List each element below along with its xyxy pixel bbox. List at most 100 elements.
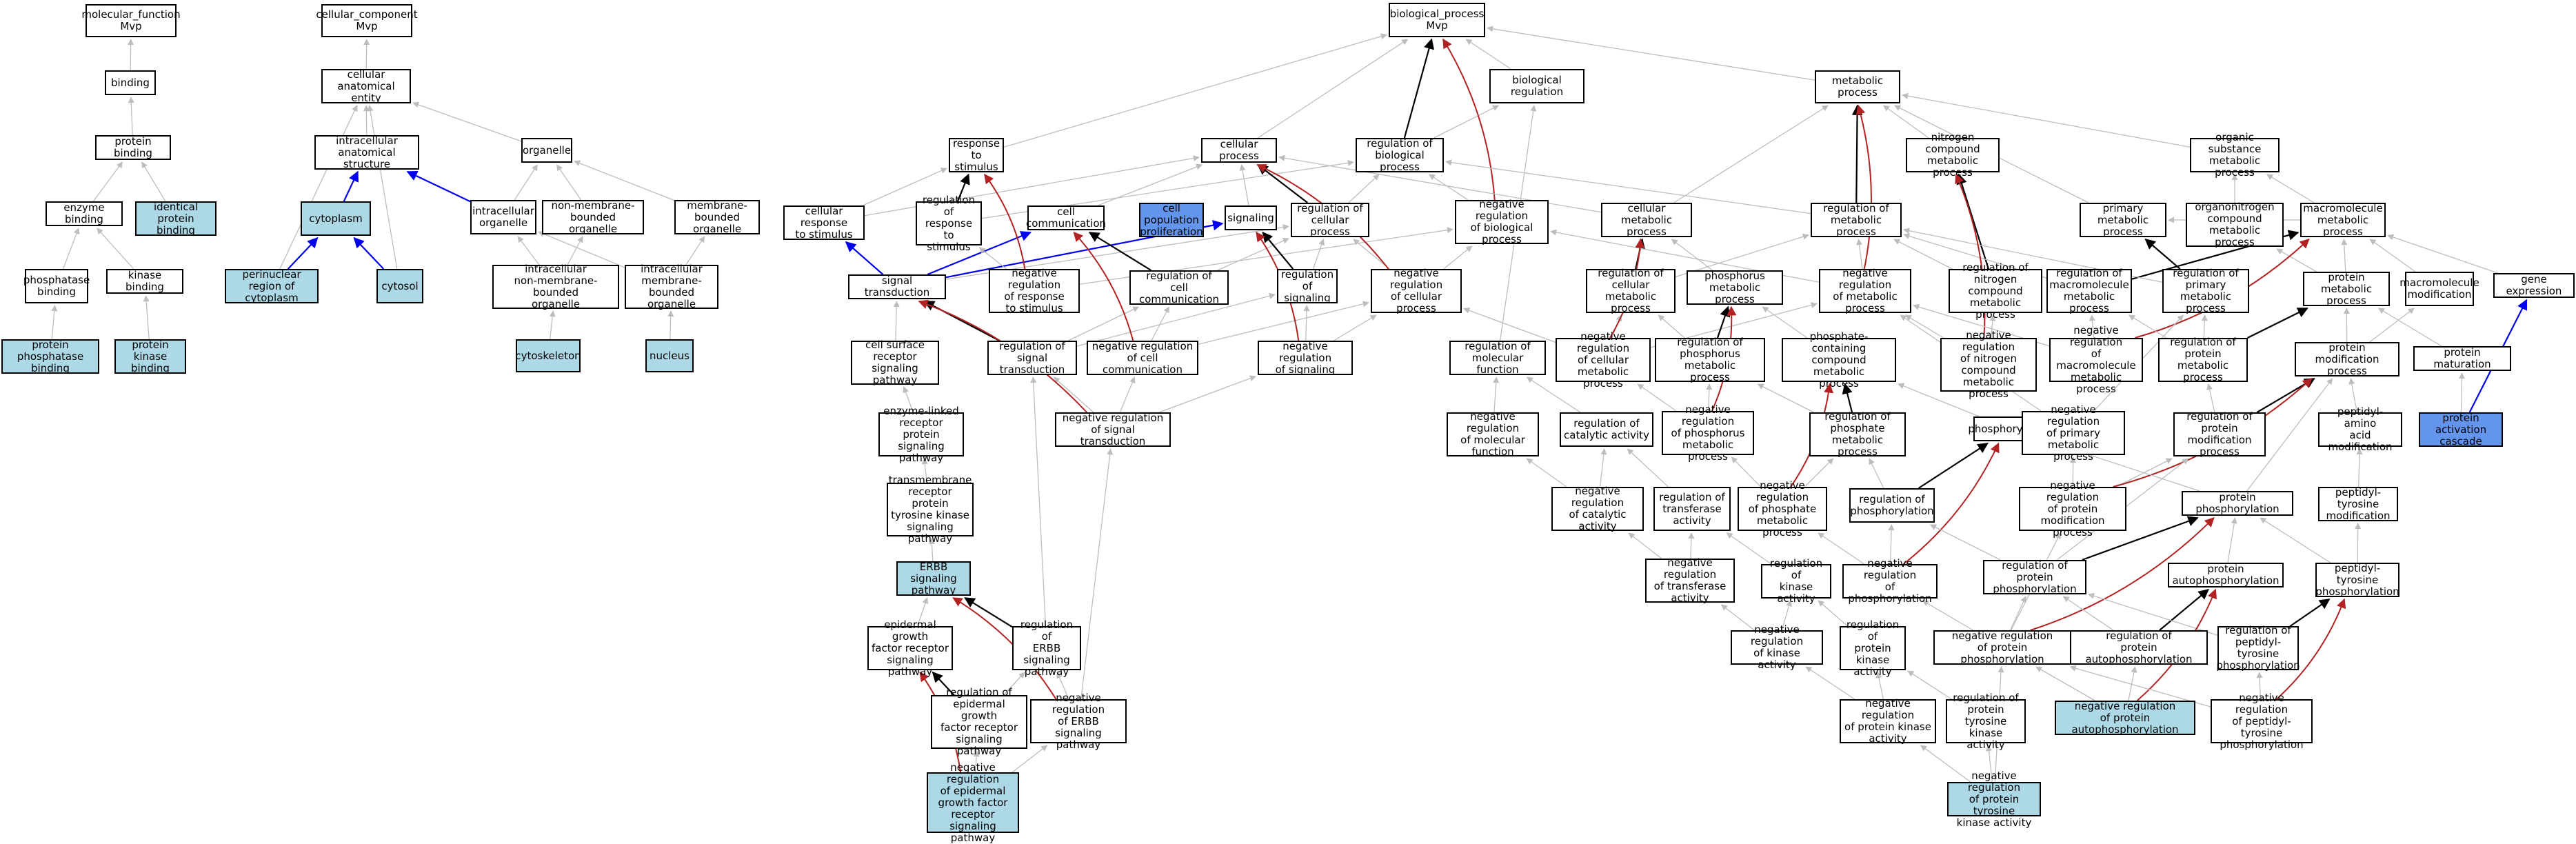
go-term-nrpmp: negative regulation of primary metabolic… bbox=[2022, 411, 2125, 455]
edge-rpphos-to-rphos bbox=[1931, 525, 2001, 560]
go-term-enzb: enzyme binding bbox=[46, 201, 123, 226]
edge-rphmp-to-rcmp bbox=[1658, 315, 1684, 338]
go-term-rmf: regulation of molecular function bbox=[1449, 341, 1546, 375]
go-term-rphos: regulation of phosphorylation bbox=[1849, 488, 1935, 523]
go-term-nrbp: negative regulation of biological proces… bbox=[1455, 200, 1549, 244]
edge-nrpphos-to-rpphos bbox=[2011, 596, 2026, 630]
go-term-nrsig: negative regulation of signaling bbox=[1258, 341, 1353, 375]
edge-rphos-to-rphcmp bbox=[1869, 459, 1884, 488]
go-term-osm: organic substance metabolic process bbox=[2190, 138, 2280, 172]
go-term-rrts: regulation of response to stimulus bbox=[916, 201, 982, 245]
go-term-rcmp: regulation of cellular metabolic process bbox=[1586, 269, 1676, 313]
go-term-rts: response to stimulus bbox=[949, 138, 1004, 172]
go-term-regfr: regulation of epidermal growth factor re… bbox=[931, 695, 1027, 749]
go-term-nrpka: negative regulation of protein kinase ac… bbox=[1840, 699, 1936, 743]
edge-csrsp-to-st bbox=[896, 301, 897, 341]
go-term-nrst: negative regulation of signal transducti… bbox=[1055, 412, 1171, 447]
edge-mmod-to-mmp bbox=[2370, 239, 2415, 272]
go-term-nrcc: negative regulation of cell communicatio… bbox=[1087, 341, 1198, 375]
go-term-nrpauto: negative regulation of protein autophosp… bbox=[2055, 701, 2195, 735]
go-term-rpphos: regulation of protein phosphorylation bbox=[1983, 560, 2086, 594]
go-term-mf: molecular_function Mvp bbox=[85, 4, 177, 37]
go-term-rphmp: regulation of phosphorus metabolic proce… bbox=[1655, 338, 1765, 382]
go-term-nrca: negative regulation of catalytic activit… bbox=[1551, 487, 1644, 531]
edge-perin-to-cae bbox=[280, 106, 357, 269]
go-term-imbo: intracellular membrane-bounded organelle bbox=[625, 265, 718, 309]
go-term-ppb: protein phosphatase binding bbox=[1, 339, 99, 374]
go-term-bioreg: biological regulation bbox=[1489, 69, 1584, 103]
go-term-cc: cellular_component Mvp bbox=[321, 4, 412, 37]
go-term-rprotmp: regulation of protein metabolic process bbox=[2158, 338, 2248, 382]
edge-io-to-organelle bbox=[514, 165, 537, 200]
go-term-gexp: gene expression bbox=[2493, 273, 2575, 298]
edge-cytosol-to-cae bbox=[370, 106, 397, 269]
edge-cytosk-to-inmbo bbox=[550, 311, 554, 339]
go-term-signaling: signaling bbox=[1225, 205, 1277, 230]
edge-nrrs-to-rrts bbox=[979, 248, 1006, 269]
edge-nrpauto-to-nrpphos bbox=[2036, 667, 2095, 701]
edge-protmp-to-onm bbox=[2277, 249, 2316, 272]
go-term-rcp: regulation of cellular process bbox=[1291, 203, 1369, 237]
go-term-rphcmp: regulation of phosphate metabolic proces… bbox=[1809, 412, 1906, 456]
edge-nrca-to-rca bbox=[1600, 449, 1604, 487]
go-term-nrka: negative regulation of kinase activity bbox=[1731, 630, 1823, 665]
edge-nrcmp-to-nrcp bbox=[1464, 308, 1556, 342]
go-term-cytosk: cytoskeleton bbox=[516, 339, 581, 372]
edge-ptm-to-paam bbox=[2359, 449, 2360, 487]
go-term-nrcp: negative regulation of cellular process bbox=[1371, 269, 1462, 313]
go-term-mbo: membrane-bounded organelle bbox=[674, 200, 760, 234]
go-term-rsig: regulation of signaling bbox=[1277, 269, 1338, 303]
go-term-nregfr: negative regulation of epidermal growth … bbox=[927, 772, 1019, 833]
go-term-pmp: primary metabolic process bbox=[2080, 203, 2166, 237]
go-term-ncm: nitrogen compound metabolic process bbox=[1906, 138, 2000, 172]
go-term-ptm: peptidyl-tyrosine modification bbox=[2318, 487, 2398, 521]
edge-nrsig-to-nrcp bbox=[1334, 315, 1376, 341]
edge-nrerbb-to-nrst bbox=[1081, 449, 1111, 699]
edge-pkb-to-kinb bbox=[146, 296, 150, 339]
go-term-rncm: regulation of nitrogen compound metaboli… bbox=[1949, 269, 2042, 313]
go-term-rpauto: regulation of protein autophosphorylatio… bbox=[2070, 630, 2208, 665]
edge-rcp-to-rbp bbox=[1349, 174, 1379, 203]
go-term-nucleus: nucleus bbox=[645, 339, 694, 372]
edge-nrbp-to-rbp bbox=[1429, 174, 1468, 200]
go-term-pcmp: phosphate-containing compound metabolic … bbox=[1782, 338, 1896, 382]
edge-nrmp-to-rmp bbox=[1859, 239, 1862, 269]
go-term-cellp: cellular process bbox=[1201, 138, 1277, 163]
go-term-elrsp: enzyme-linked receptor protein signaling… bbox=[878, 412, 964, 456]
edge-rbp-to-bp bbox=[1405, 39, 1431, 138]
go-term-nrptka: negative regulation of protein tyrosine … bbox=[1947, 782, 2041, 816]
go-term-pkb: protein kinase binding bbox=[114, 339, 186, 374]
go-term-rcc: regulation of cell communication bbox=[1129, 270, 1229, 305]
go-term-erbb: ERBB signaling pathway bbox=[896, 561, 971, 596]
edge-io-to-ias bbox=[407, 172, 470, 201]
edge-bioreg-to-bp bbox=[1466, 39, 1511, 69]
edge-mmp-to-osm bbox=[2267, 174, 2314, 203]
go-term-nrta: negative regulation of transferase activ… bbox=[1645, 559, 1735, 603]
edge-nucleus-to-imbo bbox=[670, 311, 671, 339]
go-term-rpmp: regulation of primary metabolic process bbox=[2162, 269, 2249, 313]
go-term-rmp: regulation of metabolic process bbox=[1811, 203, 1902, 237]
go-term-pbind: protein binding bbox=[95, 135, 171, 160]
go-term-paam: peptidyl-amino acid modification bbox=[2318, 412, 2402, 447]
edge-ptphos-to-ptm bbox=[2357, 523, 2358, 563]
go-term-perin: perinuclear region of cytoplasm bbox=[225, 269, 319, 303]
go-term-rst: regulation of signal transduction bbox=[987, 341, 1077, 375]
edge-nrmp-to-metab bbox=[1858, 106, 1871, 269]
edge-nrst-to-nrcc bbox=[1120, 377, 1134, 412]
go-term-nrphcmp: negative regulation of phosphate metabol… bbox=[1738, 487, 1827, 531]
edge-rncm-to-rmp bbox=[1894, 239, 1952, 269]
go-term-cpp: cell population proliferation bbox=[1139, 203, 1204, 237]
edge-protmp-to-mmp bbox=[2344, 239, 2345, 272]
edge-rmp-to-metab bbox=[1856, 106, 1857, 203]
go-term-cytosol: cytosol bbox=[376, 269, 423, 303]
edge-nrpphos-to-nrphos bbox=[1923, 601, 1973, 630]
go-term-mmod: macromolecule modification bbox=[2405, 272, 2474, 306]
edge-nrcc-to-ccomm bbox=[1074, 232, 1133, 341]
edge-ptphos-to-pphos bbox=[2260, 518, 2331, 563]
edge-nrbp-to-bp bbox=[1443, 39, 1495, 200]
edge-enzb-to-pbind bbox=[93, 162, 122, 201]
go-term-pmat: protein maturation bbox=[2413, 346, 2511, 371]
edge-rprotmp-to-protmp bbox=[2248, 308, 2308, 338]
go-term-cae: cellular anatomical entity bbox=[321, 69, 411, 103]
